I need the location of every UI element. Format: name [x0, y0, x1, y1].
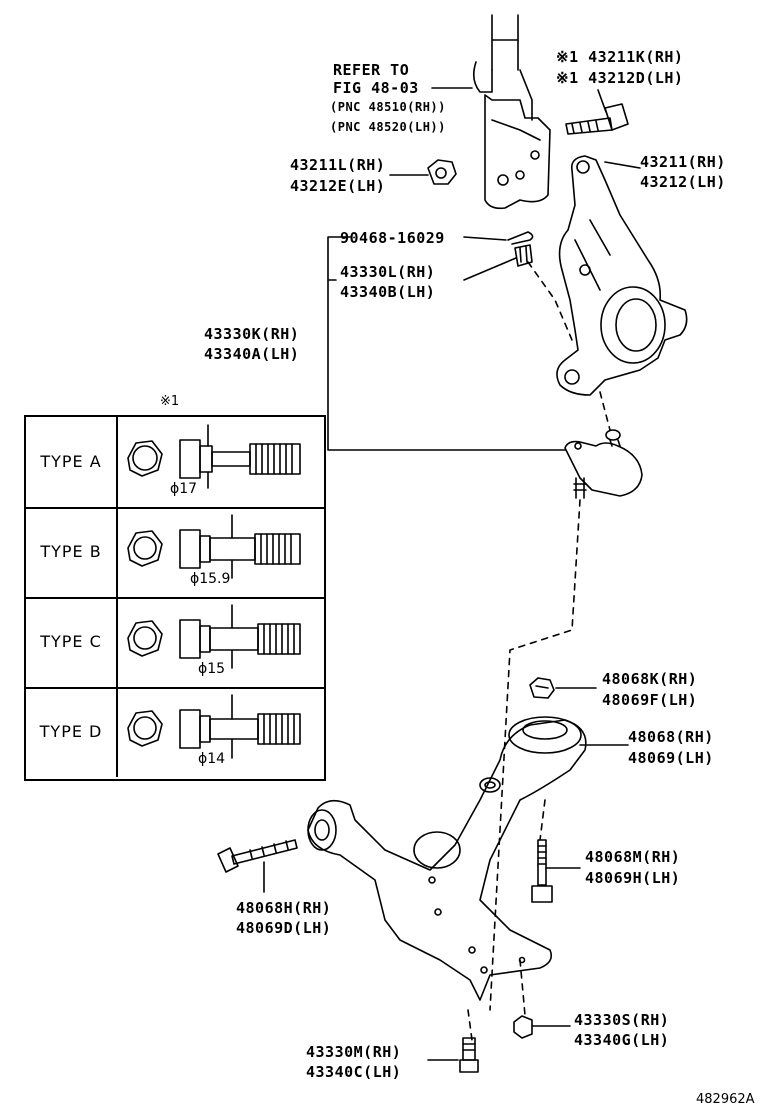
vertical-bolt-drawing [531, 839, 581, 903]
figure-id: 482962A [696, 1092, 755, 1107]
part-43340A: 43340A(LH) [204, 345, 300, 363]
type-b-bolt [127, 514, 301, 579]
cotter-pin-drawing [463, 231, 534, 245]
part-43212E: 43212E(LH) [290, 177, 386, 195]
ball-joint-drawing [564, 429, 643, 499]
part-43211: 43211(RH) [640, 153, 726, 171]
type-row-c: TYPE C [26, 597, 324, 689]
refer-label-2: FIG 48-03 [333, 79, 419, 97]
part-43330S: 43330S(RH) [574, 1011, 670, 1029]
lower-arm-drawing [307, 716, 629, 1001]
part-43330L: 43330L(RH) [340, 263, 436, 281]
part-48068: 48068(RH) [628, 728, 714, 746]
diameter-c: ϕ15 [198, 661, 226, 677]
part-90468-16029: 90468-16029 [340, 229, 445, 247]
diameter-a: ϕ17 [170, 481, 198, 497]
type-d-bolt [127, 694, 301, 759]
type-row-d: TYPE D [26, 687, 324, 777]
lower-nut-drawing [513, 1015, 571, 1039]
part-48069F: 48069F(LH) [602, 691, 698, 709]
arm-nut-drawing [529, 677, 597, 699]
pnc-lh-label: (PNC 48520(LH)) [330, 120, 446, 134]
part-43330K: 43330K(RH) [204, 325, 300, 343]
type-row-b: TYPE B [26, 507, 324, 599]
type-a-bolt [127, 424, 301, 489]
part-43340G: 43340G(LH) [574, 1031, 670, 1049]
part-48069D: 48069D(LH) [236, 919, 332, 937]
steering-knuckle-drawing [556, 155, 688, 396]
arm-bolt-drawing [217, 839, 298, 893]
part-43330M: 43330M(RH) [306, 1043, 402, 1061]
diameter-d: ϕ14 [198, 751, 226, 767]
pnc-rh-label: (PNC 48510(RH)) [330, 100, 446, 114]
camber-bolt-drawing [565, 89, 629, 135]
type-c-bolt [127, 604, 301, 669]
part-48068H: 48068H(RH) [236, 899, 332, 917]
type-row-a: TYPE A [26, 417, 324, 509]
strut-nut-drawing [389, 159, 457, 185]
part-48068K: 48068K(RH) [602, 670, 698, 688]
part-43212D: ※1 43212D(LH) [556, 69, 684, 87]
refer-label-1: REFER TO [333, 61, 410, 79]
bolt-type-table: TYPE A TYPE B TYPE C TYPE D [24, 415, 326, 781]
strut-drawing [472, 14, 551, 210]
lower-bolt-drawing [427, 1037, 479, 1073]
part-43340B: 43340B(LH) [340, 283, 436, 301]
type-label: TYPE C [26, 597, 118, 687]
part-43212: 43212(LH) [640, 173, 726, 191]
part-43340C: 43340C(LH) [306, 1063, 402, 1081]
part-48069: 48069(LH) [628, 749, 714, 767]
type-label: TYPE A [26, 417, 118, 507]
diameter-b: ϕ15.9 [190, 571, 231, 587]
part-48068M: 48068M(RH) [585, 848, 681, 866]
castle-nut-drawing [463, 244, 533, 281]
part-43211L: 43211L(RH) [290, 156, 386, 174]
type-label: TYPE D [26, 687, 118, 777]
part-48069H: 48069H(LH) [585, 869, 681, 887]
part-43211K: ※1 43211K(RH) [556, 48, 684, 66]
type-label: TYPE B [26, 507, 118, 597]
reference-mark: ※1 [160, 394, 180, 409]
